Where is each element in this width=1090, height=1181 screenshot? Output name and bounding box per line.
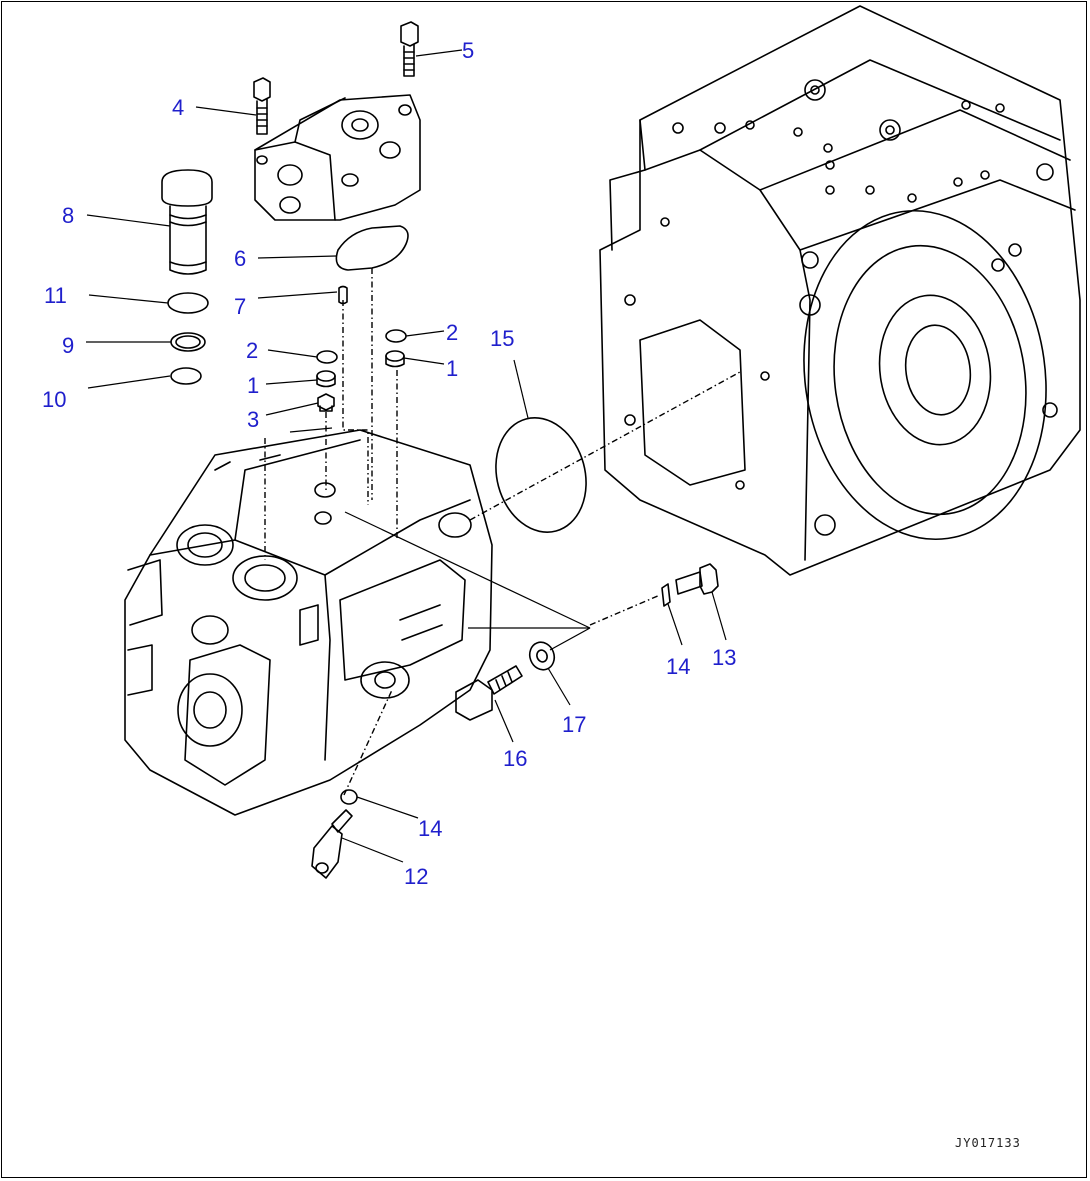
bolt-part-5 [400, 21, 419, 77]
callout-5: 5 [462, 38, 475, 63]
callout-17: 17 [562, 712, 587, 737]
plug-part-8 [161, 169, 213, 275]
backup-ring-inner [175, 335, 201, 349]
callout-14-lower: 14 [418, 816, 443, 841]
callout-7: 7 [234, 294, 247, 319]
manifold-block [254, 94, 421, 221]
callout-16: 16 [503, 746, 528, 771]
o-ring-part-10 [170, 367, 202, 385]
callout-1-right: 1 [446, 356, 459, 381]
callout-15: 15 [490, 326, 515, 351]
plug-part-3 [317, 393, 335, 412]
bolt-part-4 [253, 77, 271, 135]
bolt-part-12 [311, 809, 353, 879]
callout-13: 13 [712, 645, 737, 670]
o-ring-part-14-lower [340, 789, 358, 805]
callout-11: 11 [44, 283, 67, 308]
washer-part-17-hole [536, 649, 548, 663]
plug-part-1-left [316, 370, 336, 388]
o-ring-part-2-right [385, 329, 407, 343]
callout-3: 3 [247, 407, 260, 432]
callout-8: 8 [62, 203, 75, 228]
bolt-part-13 [675, 563, 719, 595]
callout-1-left: 1 [247, 373, 260, 398]
callout-2-right: 2 [446, 320, 459, 345]
callout-9: 9 [62, 333, 75, 358]
valve-body [124, 429, 493, 816]
assembly-lines [264, 268, 741, 796]
plug-part-1-right [385, 350, 405, 368]
o-ring-part-11 [167, 292, 209, 314]
o-ring-part-2-left [316, 350, 338, 364]
o-ring-part-15 [495, 417, 587, 533]
bolt-part-16 [455, 665, 523, 721]
pump-housing [599, 5, 1081, 576]
callout-12: 12 [404, 864, 429, 889]
gasket-part-6 [335, 225, 409, 271]
washer-part-17 [528, 641, 556, 671]
leader-lines [86, 49, 727, 863]
drawing-code: JY017133 [955, 1136, 1021, 1150]
callout-10: 10 [42, 387, 67, 412]
callout-6: 6 [234, 246, 247, 271]
callout-4: 4 [172, 95, 185, 120]
callout-14-upper: 14 [666, 654, 691, 679]
seal-part-14-upper [661, 583, 671, 607]
pin-part-7 [338, 285, 348, 305]
callout-2-left: 2 [246, 338, 259, 363]
